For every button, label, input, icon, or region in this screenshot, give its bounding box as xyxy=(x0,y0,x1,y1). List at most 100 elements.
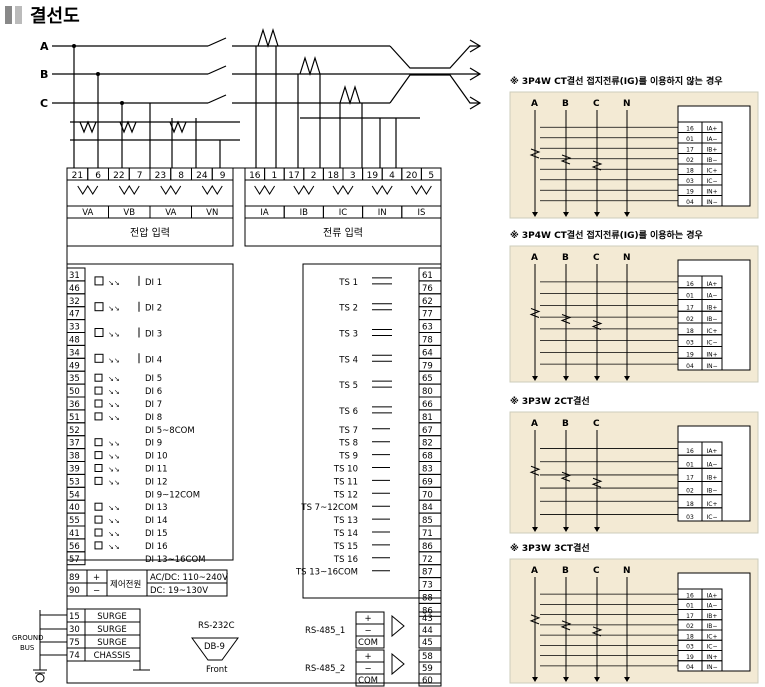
ct-coil-icon xyxy=(591,320,603,330)
rs485-label: RS-485_1 xyxy=(305,626,345,636)
sub-terminal-number: 16 xyxy=(686,126,694,133)
opto-led-icon xyxy=(94,438,103,447)
di-terminal-number: 33 xyxy=(69,323,80,333)
sub-terminal-number: 19 xyxy=(686,654,694,661)
current-channel-label: IC xyxy=(339,208,348,218)
opto-arrow-icon: ↘↘ xyxy=(108,517,120,525)
pt-coil-icon xyxy=(160,185,182,195)
rs232-position: Front xyxy=(206,665,228,675)
opto-arrow-icon: ↘↘ xyxy=(108,453,120,461)
rs485-terminal-number: 43 xyxy=(422,614,433,624)
sub-terminal-label: IC− xyxy=(707,178,718,185)
ts-label: TS 7~12COM xyxy=(300,503,358,513)
surge-label: CHASSIS xyxy=(94,651,131,661)
sub-terminal-number: 17 xyxy=(686,613,694,620)
ct-coil-icon xyxy=(254,185,276,195)
voltage-channel-label: VA xyxy=(82,208,93,218)
ts-terminal-number: 83 xyxy=(422,465,433,475)
sub-phase-label: C xyxy=(593,253,600,263)
ts-terminal-number: 86 xyxy=(422,606,433,616)
opto-led-icon xyxy=(94,476,103,485)
ts-label: TS 13 xyxy=(333,516,358,526)
sub-terminal-number: 18 xyxy=(686,328,694,335)
di-terminal-number: 46 xyxy=(69,284,80,294)
ts-label: TS 14 xyxy=(333,529,358,539)
power-ac-spec: AC/DC: 110~240V xyxy=(150,573,228,583)
phase-label-c: C xyxy=(40,97,48,110)
ct-coil-icon xyxy=(529,614,541,625)
ts-label: TS 16 xyxy=(333,555,358,565)
voltage-terminal-number: 7 xyxy=(137,171,143,181)
voltage-channel-label: VB xyxy=(123,208,135,218)
ct-coil-icon xyxy=(529,465,541,476)
di-terminal-number: 56 xyxy=(69,542,80,552)
voltage-terminal-number: 21 xyxy=(72,171,83,181)
di-label: DI 8 xyxy=(145,413,162,423)
sub-terminal-number: 02 xyxy=(686,157,694,164)
sub-phase-label: B xyxy=(562,566,569,576)
sub-terminal-label: IA− xyxy=(707,603,718,610)
ts-label: TS 6 xyxy=(338,407,358,417)
surge-label: SURGE xyxy=(97,612,126,622)
sub-phase-label: N xyxy=(623,99,631,109)
ts-terminal-number: 66 xyxy=(422,400,433,410)
opto-led-icon xyxy=(94,464,103,472)
di-label: DI 16 xyxy=(145,542,168,552)
rs485-label: RS-485_2 xyxy=(305,664,345,674)
current-input-label: 전류 입력 xyxy=(323,226,363,239)
opto-arrow-icon: ↘↘ xyxy=(108,414,120,422)
ts-terminal xyxy=(418,602,442,617)
sub-terminal-label: IA− xyxy=(707,461,718,468)
opto-led-icon xyxy=(94,276,104,286)
di-terminal-number: 53 xyxy=(69,477,80,487)
current-terminal-number: 20 xyxy=(406,171,418,181)
rs485-terminal-number: 60 xyxy=(422,676,433,686)
sub-terminal-number: 17 xyxy=(686,147,694,154)
di-label: DI 6 xyxy=(145,387,162,397)
pt-coil-icon xyxy=(201,185,223,195)
rs232-port: RS-232C DB-9 Front xyxy=(191,621,239,675)
ct-coil-icon xyxy=(560,314,572,324)
ts-terminal-number: 72 xyxy=(422,555,433,565)
ts-terminal-number: 88 xyxy=(422,594,433,604)
sub-terminal-label: IC+ xyxy=(707,501,718,508)
sub-terminal-label: IB− xyxy=(707,488,718,495)
ts-label: TS 7 xyxy=(338,426,358,436)
ts-terminal-number: 73 xyxy=(422,581,433,591)
opto-arrow-icon: ↘↘ xyxy=(108,466,120,474)
sub-terminal-label: IN− xyxy=(706,199,717,206)
di-label: DI 15 xyxy=(145,529,168,539)
di-terminal-number: 51 xyxy=(69,413,80,423)
power-sign-plus: + xyxy=(93,573,100,583)
power-term-90: 90 xyxy=(69,586,80,596)
ct-coil-icon xyxy=(560,154,572,165)
power-label: 제어전원 xyxy=(110,579,141,590)
sub-phase-label: C xyxy=(593,566,600,576)
voltage-terminal-number: 22 xyxy=(113,171,124,181)
ground-bus xyxy=(33,610,150,683)
current-terminal-number: 17 xyxy=(288,171,299,181)
ts-terminal-number: 63 xyxy=(422,323,433,333)
sub-terminal-number: 03 xyxy=(686,340,694,347)
ct-coil-icon xyxy=(371,185,393,195)
sub-phase-label: A xyxy=(531,253,538,263)
di-terminal-number: 31 xyxy=(69,271,80,281)
di-label: DI 9~12COM xyxy=(145,490,200,500)
sub-diagram-title: ※ 3P4W CT결선 접지전류(IG)를 이용하는 경우 xyxy=(510,229,703,241)
ts-terminal-number: 76 xyxy=(422,284,433,294)
di-terminal-number: 40 xyxy=(69,503,80,513)
sub-terminal-label: IB+ xyxy=(707,147,718,154)
sub-terminal-label: IB+ xyxy=(707,475,718,482)
sub-terminal-number: 18 xyxy=(686,168,694,175)
phase-dots xyxy=(72,44,124,105)
ct-coil-icon xyxy=(560,620,572,631)
rs485-terminal-number: 58 xyxy=(422,652,433,662)
voltage-channel-label: VN xyxy=(206,208,218,218)
sub-terminal-number: 18 xyxy=(686,633,694,640)
ts-label: TS 9 xyxy=(338,452,358,462)
sub-terminal-label: IN+ xyxy=(706,189,717,196)
